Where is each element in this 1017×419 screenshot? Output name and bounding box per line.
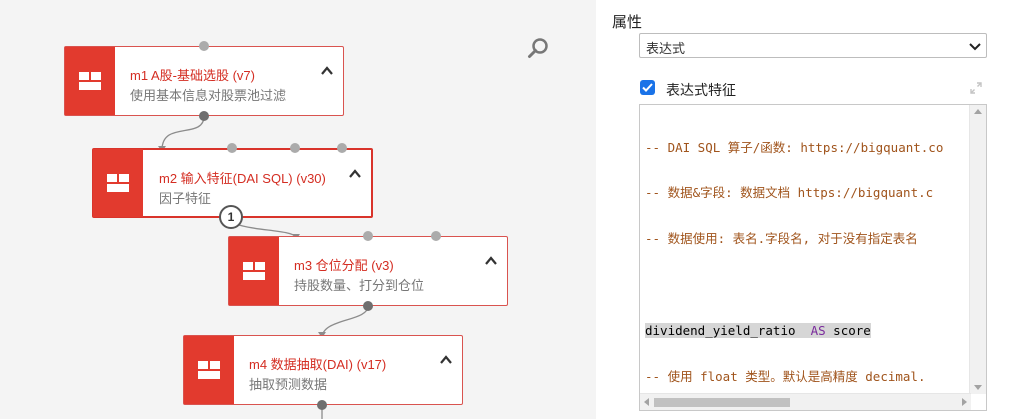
- code-alias: score: [833, 323, 871, 339]
- code-keyword: AS: [810, 323, 826, 339]
- vertical-scrollbar[interactable]: [969, 105, 986, 394]
- code-line: -- 数据&字段: 数据文档 https://bigquant.c: [645, 185, 934, 201]
- output-port[interactable]: [363, 301, 373, 311]
- node-m3[interactable]: m3 仓位分配 (v3) 持股数量、打分到仓位: [228, 236, 508, 306]
- node-title: m2 输入特征(DAI SQL) (v30): [159, 171, 326, 186]
- node-subtitle: 因子特征: [159, 191, 212, 206]
- output-port[interactable]: [199, 111, 209, 121]
- select-value: 表达式: [646, 41, 686, 56]
- node-m4[interactable]: m4 数据抽取(DAI) (v17) 抽取预测数据: [183, 335, 463, 405]
- input-port[interactable]: [363, 231, 373, 241]
- panel-title: 属性: [612, 14, 643, 31]
- node-subtitle: 抽取预测数据: [249, 377, 328, 392]
- input-port[interactable]: [199, 41, 209, 51]
- input-port[interactable]: [431, 231, 441, 241]
- chevron-down-icon: [969, 43, 981, 51]
- code-line: dividend_yield_ratio AS score: [645, 323, 969, 339]
- module-icon: [184, 336, 234, 404]
- checkbox-label: 表达式特征: [666, 82, 736, 98]
- scroll-down-arrow[interactable]: [974, 385, 982, 390]
- code-field: dividend_yield_ratio: [645, 323, 796, 339]
- input-port[interactable]: [290, 143, 300, 153]
- workflow-canvas[interactable]: m1 A股-基础选股 (v7) 使用基本信息对股票池过滤 m2 输入特征(DAI…: [0, 0, 596, 419]
- scroll-up-arrow[interactable]: [974, 109, 982, 114]
- input-port[interactable]: [227, 143, 237, 153]
- module-icon: [65, 47, 115, 115]
- expression-type-select[interactable]: 表达式: [639, 33, 987, 58]
- code-line-blank: [645, 277, 969, 292]
- module-icon: [93, 149, 143, 217]
- code-line: -- 使用 float 类型。默认是高精度 decimal.: [645, 369, 926, 385]
- scroll-thumb[interactable]: [654, 398, 790, 407]
- expand-icon[interactable]: [970, 82, 982, 94]
- output-port[interactable]: [317, 400, 327, 410]
- chevron-up-icon[interactable]: [439, 354, 453, 366]
- node-subtitle: 使用基本信息对股票池过滤: [130, 88, 287, 103]
- chevron-up-icon[interactable]: [320, 65, 334, 77]
- input-port[interactable]: [337, 143, 347, 153]
- code-editor[interactable]: -- DAI SQL 算子/函数: https://bigquant.co --…: [639, 104, 987, 411]
- module-icon: [229, 237, 279, 305]
- edge-count-badge[interactable]: 1: [219, 205, 243, 229]
- scroll-right-arrow[interactable]: [962, 398, 967, 406]
- edge-m1-m2: [161, 115, 205, 151]
- properties-panel: 属性 表达式 表达式特征 -- DAI SQL 算子/函数: https://b…: [596, 0, 1017, 419]
- code-line: -- DAI SQL 算子/函数: https://bigquant.co: [645, 139, 944, 155]
- check-icon: [642, 83, 653, 92]
- search-icon[interactable]: [527, 37, 549, 59]
- node-subtitle: 持股数量、打分到仓位: [294, 278, 425, 293]
- node-title: m4 数据抽取(DAI) (v17): [249, 357, 387, 372]
- scroll-left-arrow[interactable]: [644, 398, 649, 406]
- chevron-up-icon[interactable]: [348, 168, 362, 180]
- code-line: -- 数据使用: 表名.字段名, 对于没有指定表名: [645, 231, 918, 247]
- chevron-up-icon[interactable]: [484, 255, 498, 267]
- expression-feature-checkbox[interactable]: [640, 80, 655, 95]
- node-title: m1 A股-基础选股 (v7): [130, 68, 255, 83]
- node-m1[interactable]: m1 A股-基础选股 (v7) 使用基本信息对股票池过滤: [64, 46, 344, 116]
- code-content[interactable]: -- DAI SQL 算子/函数: https://bigquant.co --…: [645, 109, 969, 395]
- edge-m3-m4: [321, 305, 369, 339]
- horizontal-scrollbar[interactable]: [640, 393, 971, 410]
- node-title: m3 仓位分配 (v3): [294, 258, 394, 273]
